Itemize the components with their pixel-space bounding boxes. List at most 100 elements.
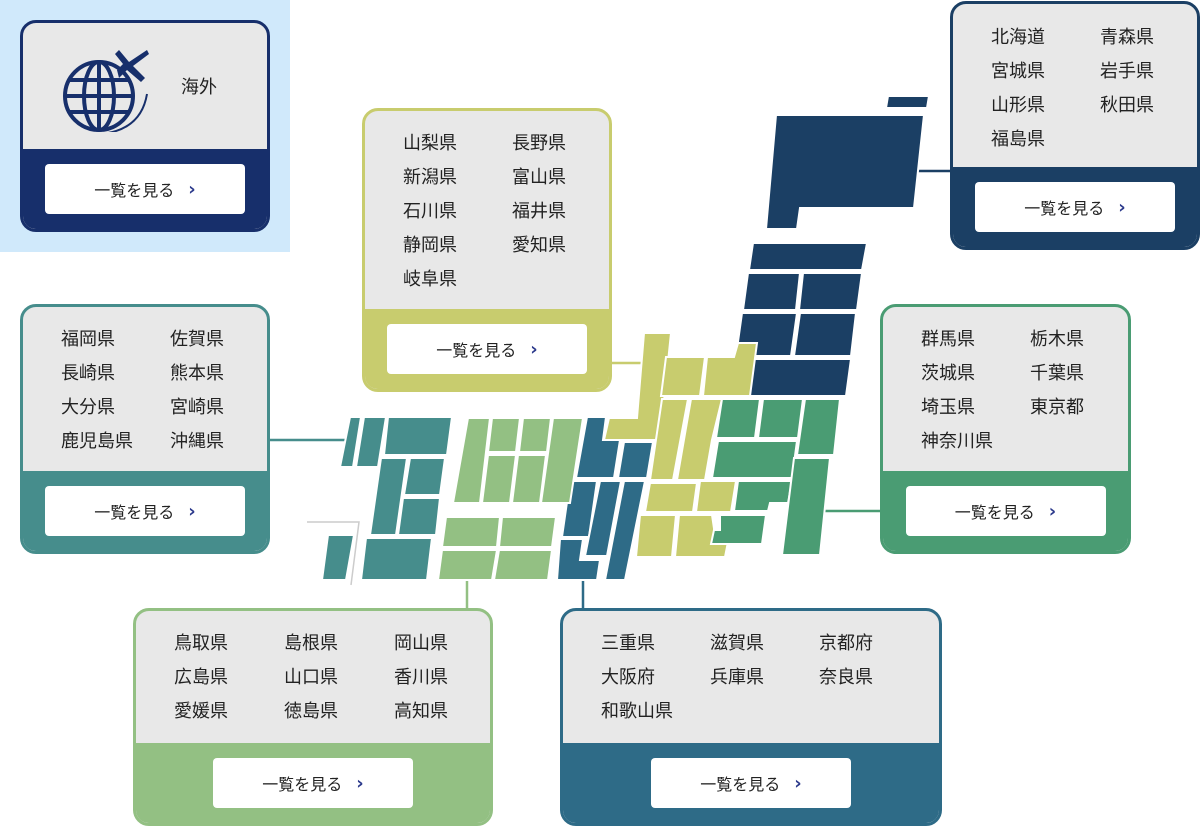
- view-list-button-overseas[interactable]: 一覧を見る›: [45, 164, 245, 214]
- prefecture-link[interactable]: 熊本県: [170, 363, 224, 384]
- prefecture-link[interactable]: 神奈川県: [921, 431, 993, 452]
- prefecture-tile-kanto[interactable]: [795, 398, 842, 456]
- prefecture-link[interactable]: 富山県: [512, 167, 566, 188]
- prefecture-tile-chugoku-shikoku[interactable]: [510, 454, 548, 504]
- prefecture-link[interactable]: 福島県: [991, 129, 1045, 150]
- prefecture-link[interactable]: 千葉県: [1030, 363, 1084, 384]
- prefecture-link[interactable]: 香川県: [394, 667, 448, 688]
- prefecture-tile-chugoku-shikoku[interactable]: [517, 417, 553, 453]
- prefecture-tile-chugoku-shikoku[interactable]: [440, 516, 502, 548]
- prefecture-tile-kinki[interactable]: [555, 538, 602, 581]
- prefecture-link[interactable]: 新潟県: [403, 167, 457, 188]
- prefecture-tile-kyushu[interactable]: [368, 457, 409, 536]
- prefecture-tile-kanto[interactable]: [756, 398, 805, 439]
- prefecture-tile-chugoku-shikoku[interactable]: [436, 549, 499, 581]
- view-list-button[interactable]: 一覧を見る›: [387, 324, 587, 374]
- prefecture-tile-chubu[interactable]: [694, 480, 738, 513]
- prefecture-tile-hokkaido-tohoku[interactable]: [884, 95, 931, 109]
- prefecture-link[interactable]: 京都府: [819, 633, 873, 654]
- prefecture-link[interactable]: 岩手県: [1100, 61, 1154, 82]
- prefecture-tile-kyushu[interactable]: [396, 497, 442, 536]
- prefecture-tile-kyushu[interactable]: [382, 416, 454, 456]
- prefecture-tile-chubu[interactable]: [634, 514, 678, 558]
- prefecture-link[interactable]: 長崎県: [61, 363, 115, 384]
- prefecture-link[interactable]: 山形県: [991, 95, 1045, 116]
- prefecture-tile-kinki[interactable]: [574, 416, 622, 479]
- prefecture-tile-hokkaido-tohoku[interactable]: [792, 312, 858, 357]
- prefecture-tile-chubu[interactable]: [648, 398, 690, 481]
- prefecture-tile-kinki[interactable]: [603, 480, 647, 581]
- prefecture-link[interactable]: 山梨県: [403, 133, 457, 154]
- prefecture-tile-kanto[interactable]: [710, 440, 799, 479]
- prefecture-link[interactable]: 宮城県: [991, 61, 1045, 82]
- prefecture-tile-chugoku-shikoku[interactable]: [451, 417, 492, 504]
- prefecture-tile-kanto[interactable]: [732, 480, 794, 512]
- prefecture-link[interactable]: 群馬県: [921, 329, 975, 350]
- prefecture-tile-kinki[interactable]: [616, 441, 655, 479]
- prefecture-link[interactable]: 福岡県: [61, 329, 115, 350]
- prefecture-link[interactable]: 奈良県: [819, 667, 873, 688]
- prefecture-link[interactable]: 栃木県: [1030, 329, 1084, 350]
- prefecture-list: 三重県 滋賀県 京都府大阪府 兵庫県 奈良県和歌山県: [563, 611, 939, 743]
- prefecture-link[interactable]: 和歌山県: [601, 701, 673, 722]
- prefecture-tile-hokkaido-tohoku[interactable]: [797, 272, 864, 311]
- prefecture-link[interactable]: 茨城県: [921, 363, 975, 384]
- prefecture-tile-chubu[interactable]: [659, 356, 707, 397]
- prefecture-tile-hokkaido-tohoku[interactable]: [764, 114, 926, 230]
- prefecture-tile-kanto[interactable]: [780, 457, 832, 556]
- view-list-button[interactable]: 一覧を見る›: [905, 486, 1106, 536]
- prefecture-tile-chugoku-shikoku[interactable]: [539, 417, 585, 504]
- prefecture-tile-kyushu[interactable]: [354, 416, 388, 468]
- prefecture-link[interactable]: 広島県: [174, 667, 228, 688]
- prefecture-link[interactable]: 愛媛県: [174, 701, 228, 722]
- prefecture-link[interactable]: 滋賀県: [710, 633, 764, 654]
- prefecture-link[interactable]: 徳島県: [284, 701, 338, 722]
- prefecture-link[interactable]: 埼玉県: [921, 397, 975, 418]
- prefecture-link[interactable]: 大阪府: [601, 667, 655, 688]
- view-list-button[interactable]: 一覧を見る›: [45, 486, 245, 536]
- prefecture-tile-kyushu[interactable]: [338, 416, 363, 468]
- prefecture-tile-chubu[interactable]: [675, 398, 724, 481]
- prefecture-tile-kyushu[interactable]: [320, 534, 356, 581]
- prefecture-link[interactable]: 高知県: [394, 701, 448, 722]
- prefecture-link[interactable]: 山口県: [284, 667, 338, 688]
- prefecture-link[interactable]: 大分県: [61, 397, 115, 418]
- prefecture-link[interactable]: 鹿児島県: [61, 431, 133, 452]
- prefecture-tile-chugoku-shikoku[interactable]: [486, 417, 522, 453]
- prefecture-link[interactable]: 島根県: [284, 633, 338, 654]
- view-list-button[interactable]: 一覧を見る›: [651, 758, 851, 808]
- prefecture-link[interactable]: 佐賀県: [170, 329, 224, 350]
- prefecture-tile-chugoku-shikoku[interactable]: [492, 549, 554, 581]
- prefecture-link[interactable]: 長野県: [512, 133, 566, 154]
- view-list-button[interactable]: 一覧を見る›: [213, 758, 413, 808]
- prefecture-list: 鳥取県 島根県 岡山県広島県 山口県 香川県愛媛県 徳島県 高知県: [136, 611, 490, 743]
- prefecture-tile-hokkaido-tohoku[interactable]: [741, 272, 802, 311]
- prefecture-link[interactable]: 岡山県: [394, 633, 448, 654]
- prefecture-tile-chugoku-shikoku[interactable]: [480, 454, 518, 504]
- prefecture-link[interactable]: 三重県: [601, 633, 655, 654]
- prefecture-tile-kinki[interactable]: [583, 480, 623, 557]
- prefecture-link[interactable]: 東京都: [1030, 397, 1084, 418]
- prefecture-tile-kyushu[interactable]: [402, 457, 447, 496]
- prefecture-link[interactable]: 石川県: [403, 201, 457, 222]
- prefecture-tile-hokkaido-tohoku[interactable]: [745, 358, 853, 397]
- prefecture-tile-kyushu[interactable]: [359, 537, 434, 581]
- prefecture-tile-kanto[interactable]: [709, 514, 768, 545]
- prefecture-tile-chubu[interactable]: [701, 342, 759, 397]
- prefecture-link[interactable]: 鳥取県: [174, 633, 228, 654]
- prefecture-link[interactable]: 静岡県: [403, 235, 457, 256]
- prefecture-link[interactable]: 宮崎県: [170, 397, 224, 418]
- view-list-button[interactable]: 一覧を見る›: [975, 182, 1175, 232]
- prefecture-link[interactable]: 岐阜県: [403, 269, 457, 290]
- prefecture-link[interactable]: 愛知県: [512, 235, 566, 256]
- prefecture-tile-chubu[interactable]: [643, 482, 699, 513]
- prefecture-link[interactable]: 兵庫県: [710, 667, 764, 688]
- prefecture-link[interactable]: 北海道: [991, 27, 1045, 48]
- prefecture-link[interactable]: 秋田県: [1100, 95, 1154, 116]
- prefecture-tile-kanto[interactable]: [714, 398, 762, 439]
- prefecture-tile-chugoku-shikoku[interactable]: [497, 516, 558, 548]
- prefecture-tile-hokkaido-tohoku[interactable]: [747, 242, 869, 271]
- prefecture-link[interactable]: 沖縄県: [170, 431, 224, 452]
- prefecture-link[interactable]: 福井県: [512, 201, 566, 222]
- prefecture-link[interactable]: 青森県: [1100, 27, 1154, 48]
